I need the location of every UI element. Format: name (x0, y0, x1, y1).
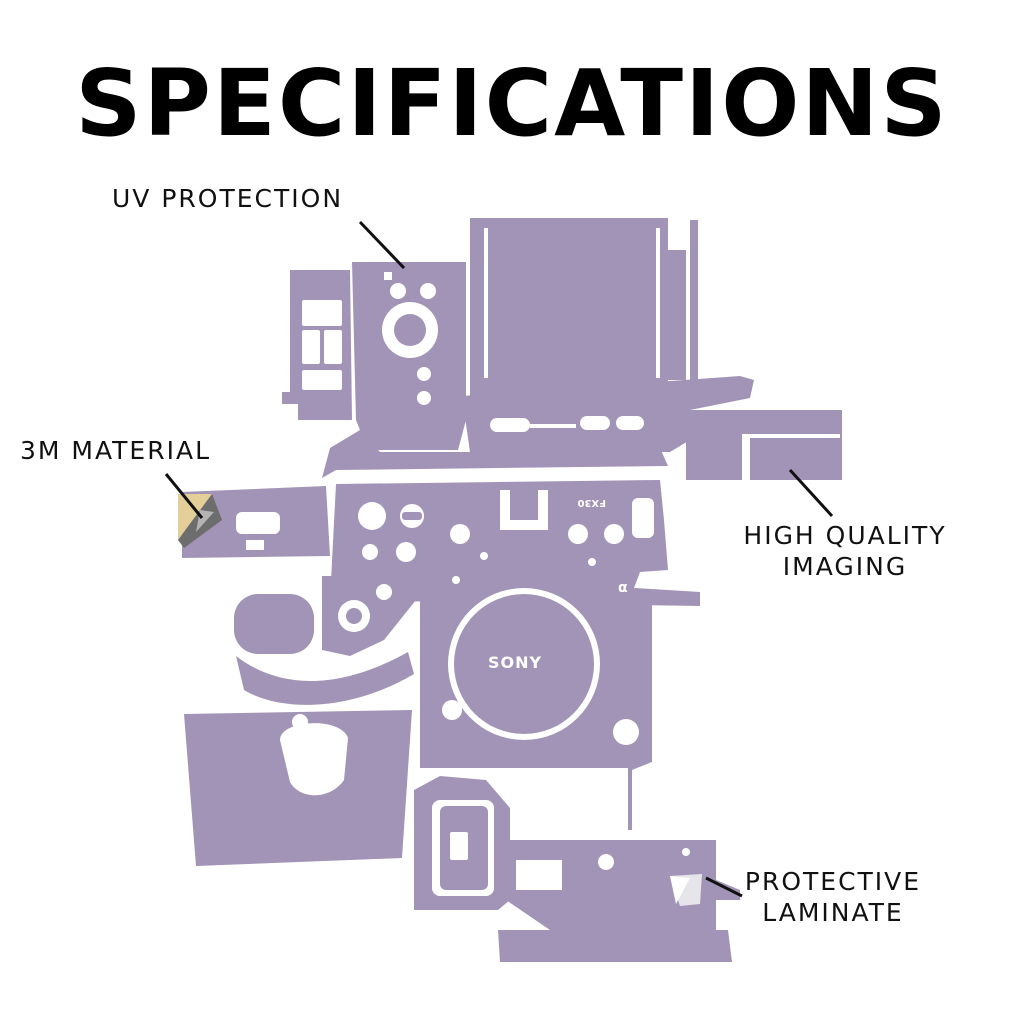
alpha-mark: α (618, 580, 628, 596)
uv-protection-label: UV PROTECTION (112, 183, 343, 214)
imaging-text-line2: IMAGING (782, 552, 908, 581)
material-leader-line (164, 473, 204, 519)
imaging-text-line1: HIGH QUALITY (743, 521, 947, 550)
upper-body-band-piece (462, 376, 754, 452)
grip-panel-piece (182, 486, 330, 558)
grip-top-piece (352, 262, 466, 450)
uv-leader-line (358, 220, 406, 270)
lcd-screen-piece (470, 218, 698, 400)
imaging-leader-line (788, 468, 834, 518)
material-text: 3M MATERIAL (20, 436, 211, 465)
front-mount-piece: SONY (420, 588, 652, 830)
page-title: SPECIFICATIONS (75, 50, 949, 157)
laminate-text-line1: PROTECTIVE (744, 867, 922, 896)
lower-band-piece (322, 430, 668, 478)
material-peel-corner (178, 494, 222, 548)
side-strip-piece (282, 270, 352, 420)
front-top-band-piece: FX30 α (330, 480, 700, 606)
bottom-plate-piece (506, 840, 740, 930)
oval-pad-piece (234, 594, 314, 654)
model-mark: FX30 (578, 497, 606, 508)
curved-strap-piece (236, 652, 414, 705)
right-panel-pieces (684, 410, 842, 480)
small-tab-piece (508, 448, 560, 464)
battery-door-piece (414, 776, 510, 910)
brand-logo: SONY (488, 653, 542, 672)
grip-wrap-piece (184, 710, 412, 866)
uv-protection-text: UV PROTECTION (112, 184, 344, 213)
imaging-label: HIGH QUALITY IMAGING (720, 520, 970, 582)
laminate-label: PROTECTIVE LAMINATE (740, 866, 926, 928)
laminate-leader-line (705, 876, 743, 898)
mic-jack-piece (322, 576, 416, 656)
laminate-text-line2: LAMINATE (762, 898, 904, 927)
bottom-strip-piece (498, 930, 732, 962)
material-label: 3M MATERIAL (20, 435, 211, 466)
